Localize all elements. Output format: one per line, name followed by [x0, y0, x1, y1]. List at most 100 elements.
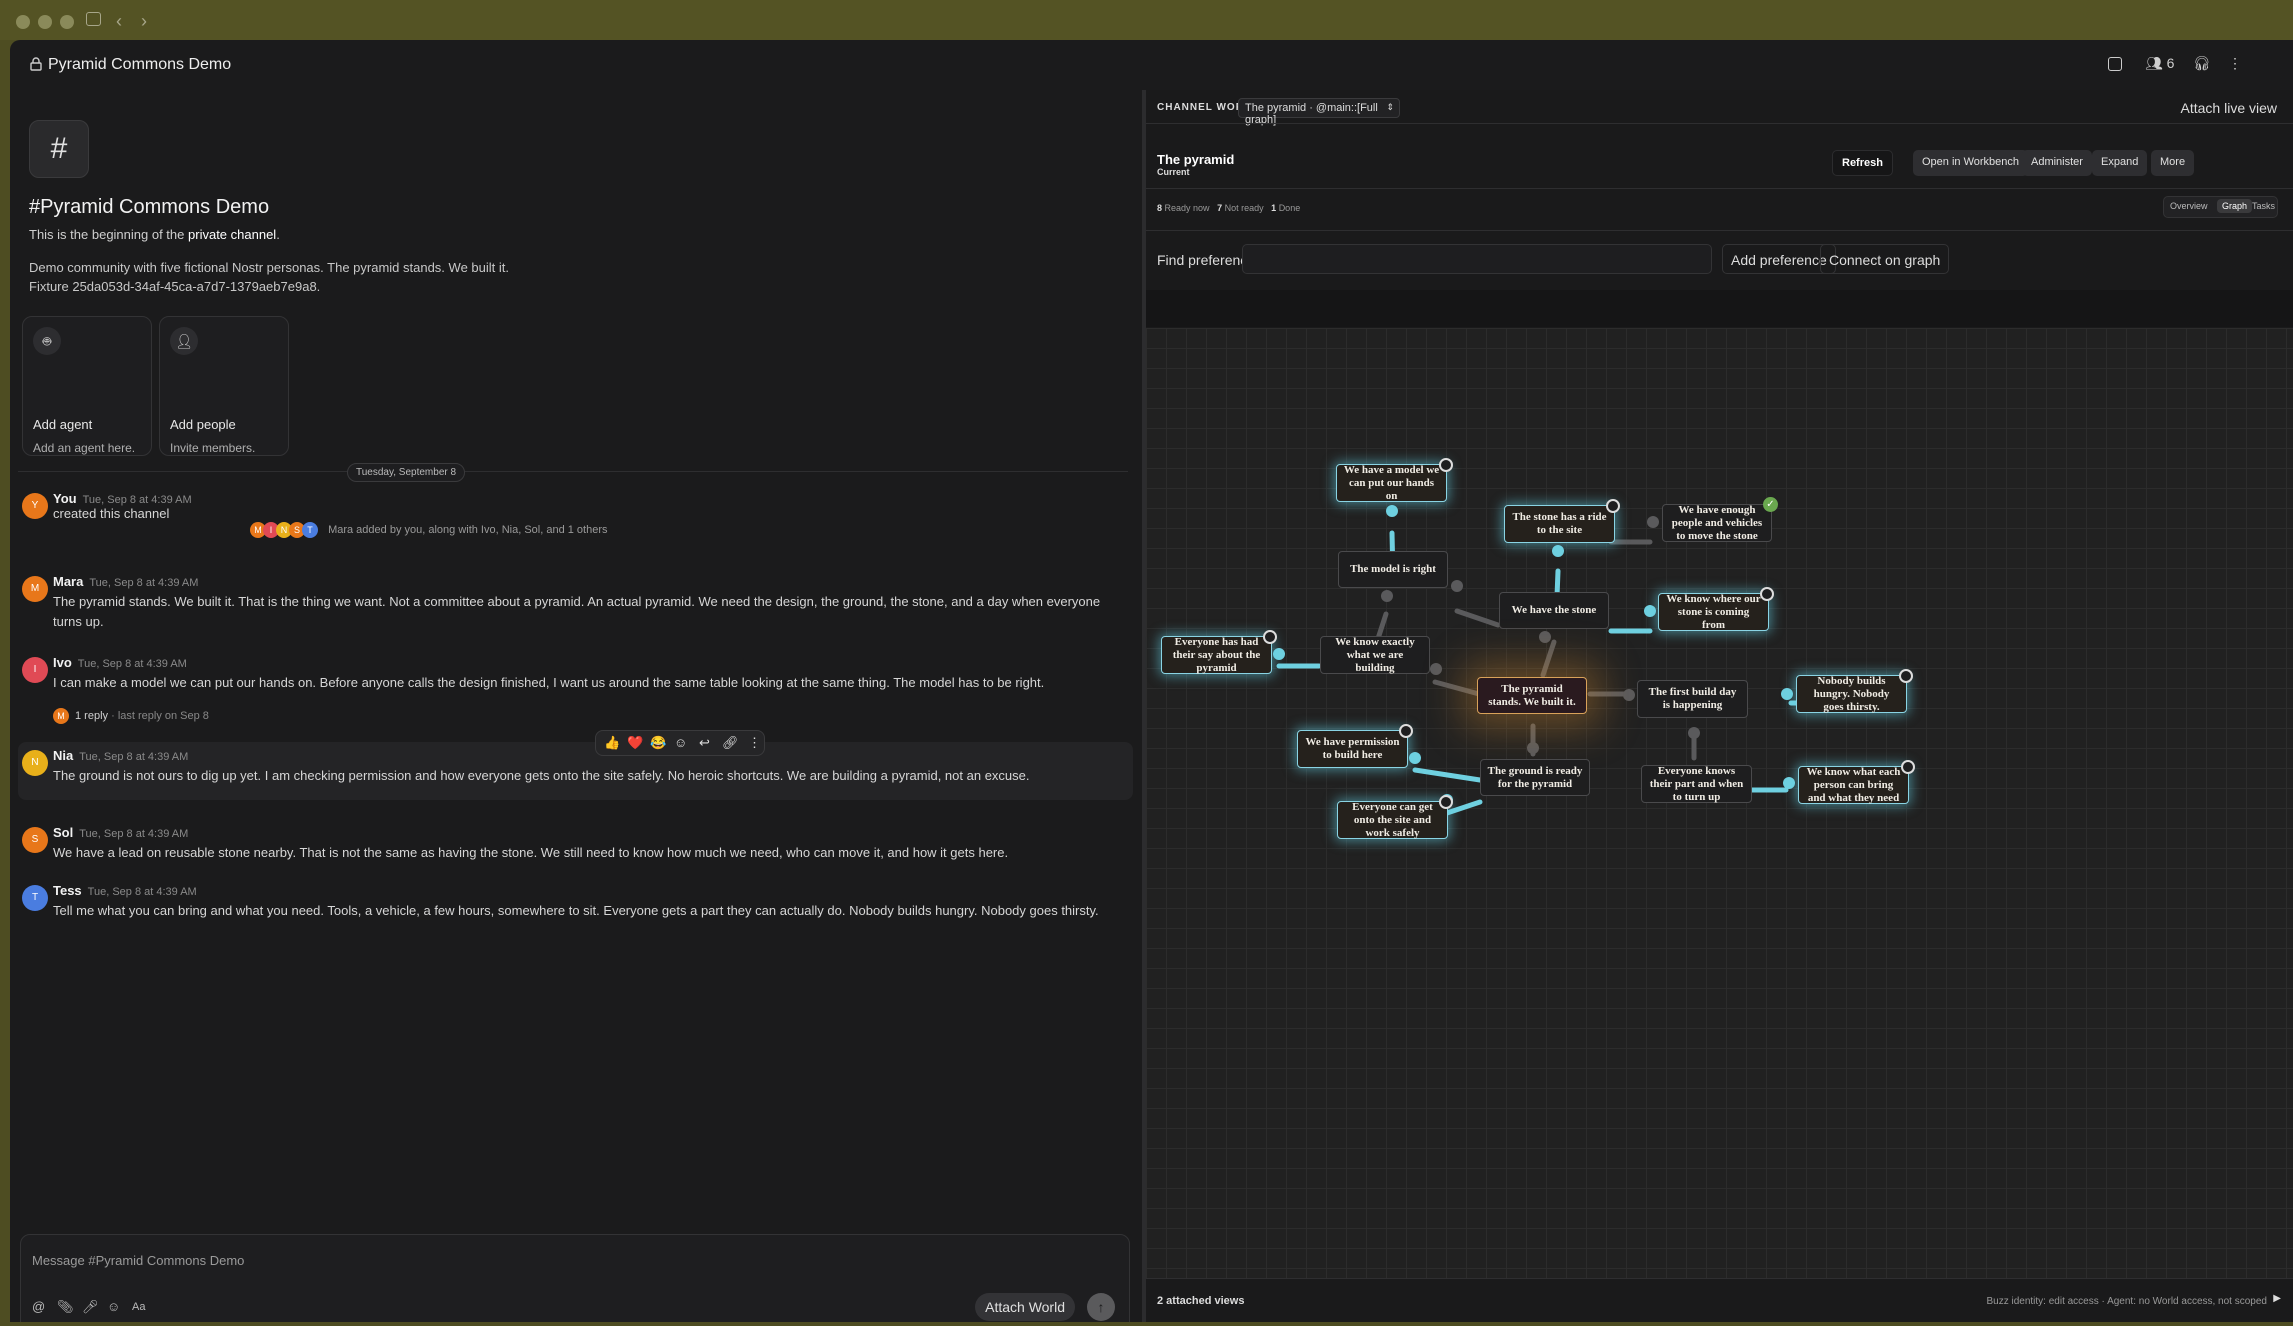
avatar[interactable]: M: [22, 576, 48, 602]
ready-count: 8: [1157, 203, 1163, 213]
graph-node[interactable]: The model is right: [1338, 551, 1448, 588]
pane-splitter[interactable]: [1142, 90, 1146, 1322]
graph-node[interactable]: Nobody builds hungry. Nobody goes thirst…: [1796, 675, 1907, 713]
message-time: Tue, Sep 8 at 4:39 AM: [79, 751, 189, 763]
message-author: Nia: [53, 748, 74, 763]
status-ring-icon[interactable]: [1399, 724, 1413, 738]
avatar[interactable]: N: [22, 750, 48, 776]
chevron-right-icon[interactable]: ▶: [2273, 1293, 2281, 1304]
center-goal-node[interactable]: The pyramid stands. We built it.: [1477, 677, 1587, 714]
graph-node[interactable]: The stone has a ride to the site: [1504, 505, 1615, 543]
attach-live-view-button[interactable]: Attach live view: [2180, 100, 2277, 116]
edge: [1444, 799, 1483, 816]
ready-label: Ready now: [1164, 203, 1210, 213]
tab-overview[interactable]: Overview: [2170, 201, 2208, 211]
message-composer[interactable]: Message #Pyramid Commons Demo @ 📎︎ 🎤︎ ☺ …: [20, 1234, 1130, 1322]
status-ring-icon[interactable]: [1901, 760, 1915, 774]
avatar[interactable]: T: [22, 885, 48, 911]
tab-graph[interactable]: Graph: [2217, 199, 2253, 213]
connect-on-graph-button[interactable]: Connect on graph: [1820, 244, 1950, 274]
message-action-toolbar: 👍 ❤️ 😂 ☺ ↩ 🔗︎ ⋮: [595, 730, 765, 756]
avatar[interactable]: I: [22, 657, 48, 683]
mention-icon[interactable]: @: [32, 1299, 46, 1314]
avatar[interactable]: S: [22, 827, 48, 853]
status-ring-icon[interactable]: [1606, 499, 1620, 513]
format-text-icon[interactable]: Aa: [132, 1301, 146, 1313]
graph-node[interactable]: The ground is ready for the pyramid: [1480, 759, 1590, 796]
done-check-icon[interactable]: ✓: [1763, 497, 1778, 512]
avatar: M: [250, 522, 266, 538]
close-window-button[interactable]: [16, 15, 30, 29]
forward-icon[interactable]: ›: [141, 11, 147, 31]
not-ready-label: Not ready: [1224, 203, 1264, 213]
reply-count: 1 reply: [75, 709, 109, 722]
open-workbench-button[interactable]: Open in Workbench: [1913, 150, 2029, 176]
members-icon: 👥︎: [2145, 55, 2163, 71]
world-select[interactable]: The pyramid · @main::[Full graph]⇕: [1238, 98, 1400, 126]
reply-icon[interactable]: ↩: [699, 735, 710, 750]
graph-node[interactable]: We have a model we can put our hands on: [1336, 464, 1447, 502]
add-agent-card[interactable]: 🤖︎ Add agent Add an agent here.: [22, 316, 152, 456]
status-ring-icon[interactable]: [1760, 587, 1774, 601]
link-icon[interactable]: 🔗︎: [722, 735, 739, 750]
graph-node[interactable]: Everyone can get onto the site and work …: [1337, 801, 1448, 839]
message-header: Nia Tue, Sep 8 at 4:39 AM: [53, 748, 188, 763]
attach-icon[interactable]: 📎︎: [57, 1299, 74, 1314]
maximize-window-button[interactable]: [60, 15, 74, 29]
graph-node[interactable]: We have permission to build here: [1297, 730, 1408, 768]
access-status: Buzz identity: edit access · Agent: no W…: [1986, 1296, 2267, 1307]
avatar[interactable]: Y: [22, 493, 48, 519]
tab-tasks[interactable]: Tasks: [2252, 201, 2276, 211]
emoji-icon[interactable]: ☺: [107, 1299, 121, 1314]
heart-reaction[interactable]: ❤️: [627, 735, 644, 750]
graph-node[interactable]: We have enough people and vehicles to mo…: [1662, 504, 1772, 542]
sidebar-toggle-icon[interactable]: [86, 12, 101, 26]
laugh-reaction[interactable]: 😂: [650, 735, 667, 750]
expand-button[interactable]: Expand: [2092, 150, 2148, 176]
add-people-card[interactable]: 👤︎ Add people Invite members.: [159, 316, 289, 456]
attached-views[interactable]: 2 attached views: [1157, 1295, 1245, 1307]
administer-button[interactable]: Administer: [2022, 150, 2092, 176]
status-ring-icon[interactable]: [1263, 630, 1277, 644]
refresh-button[interactable]: Refresh: [1832, 150, 1893, 176]
microphone-icon[interactable]: 🎤︎: [82, 1299, 99, 1314]
preference-graph[interactable]: We have a model we can put our hands on …: [1146, 328, 2293, 1278]
send-button[interactable]: ↑: [1087, 1293, 1115, 1321]
add-preference-button[interactable]: Add preference: [1722, 244, 1836, 274]
thumbs-up-reaction[interactable]: 👍: [604, 735, 621, 750]
edge-port: [1527, 742, 1539, 754]
graph-node[interactable]: Everyone knows their part and when to tu…: [1641, 765, 1752, 803]
done-count: 1: [1271, 203, 1277, 213]
more-vertical-icon[interactable]: ⋮: [2228, 55, 2242, 71]
more-vertical-icon[interactable]: ⋮: [748, 735, 761, 750]
message-hover-bg: [18, 742, 1133, 800]
minimize-window-button[interactable]: [38, 15, 52, 29]
status-ring-icon[interactable]: [1439, 458, 1453, 472]
member-count: 6: [2166, 55, 2175, 71]
graph-node[interactable]: Everyone has had their say about the pyr…: [1161, 636, 1272, 674]
message-text: The ground is not ours to dig up yet. I …: [53, 768, 1030, 783]
find-preference-input[interactable]: [1242, 244, 1712, 274]
back-icon[interactable]: ‹: [116, 11, 122, 31]
graph-node[interactable]: We have the stone: [1499, 592, 1609, 629]
done-label: Done: [1278, 203, 1301, 213]
graph-node[interactable]: We know where our stone is coming from: [1658, 593, 1769, 631]
toolbar-spacer: [1146, 290, 2293, 327]
canvas-icon[interactable]: [2108, 57, 2122, 71]
status-ring-icon[interactable]: [1439, 795, 1453, 809]
message-input[interactable]: Message #Pyramid Commons Demo: [32, 1253, 245, 1268]
members-button[interactable]: 👥︎ 6: [2145, 55, 2174, 72]
more-button[interactable]: More: [2151, 150, 2195, 176]
graph-node[interactable]: We know exactly what we are building: [1320, 636, 1430, 674]
avatar: N: [276, 522, 292, 538]
status-ring-icon[interactable]: [1899, 669, 1913, 683]
headphones-icon[interactable]: 🎧︎: [2193, 55, 2211, 71]
graph-node[interactable]: We know what each person can bring and w…: [1798, 766, 1909, 804]
graph-node[interactable]: The first build day is happening: [1637, 680, 1748, 718]
attach-world-button[interactable]: Attach World: [975, 1293, 1075, 1321]
add-reaction-icon[interactable]: ☺: [674, 735, 688, 750]
